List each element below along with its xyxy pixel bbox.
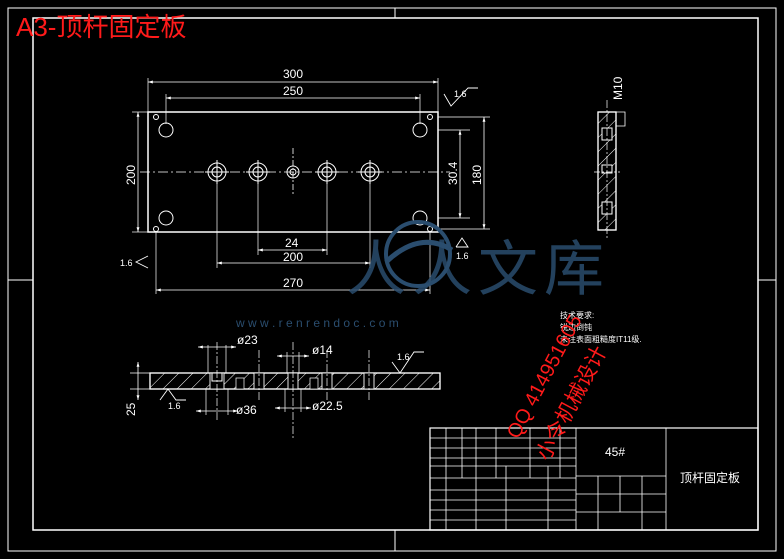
dim-30-4: 30.4 bbox=[446, 161, 460, 185]
dim-200-horizontal: 200 bbox=[283, 250, 303, 264]
dim-200-vertical: 200 bbox=[124, 165, 138, 185]
roughness-value-section-top: 1.6 bbox=[397, 352, 410, 362]
title-block-part-name: 顶杆固定板 bbox=[680, 470, 740, 485]
watermark-url: w w w . r e n r e n d o c . c o m bbox=[235, 316, 399, 330]
dim-dia-36: ø36 bbox=[236, 403, 257, 417]
header-title: A3-顶杆固定板 bbox=[16, 12, 186, 42]
roughness-symbol-left bbox=[134, 255, 149, 269]
roughness-symbol-section-bottom bbox=[159, 388, 186, 401]
top-view-dimensions bbox=[136, 80, 486, 292]
roughness-value-bottom-right: 1.6 bbox=[456, 251, 469, 261]
drawing-frame bbox=[7, 7, 777, 552]
title-block bbox=[429, 427, 759, 531]
roughness-value-left: 1.6 bbox=[120, 258, 133, 268]
roughness-value-top-right: 1.6 bbox=[454, 89, 467, 99]
section-view bbox=[130, 342, 441, 440]
roughness-symbol-bottom-right bbox=[455, 237, 469, 248]
side-view bbox=[594, 100, 626, 240]
dim-180: 180 bbox=[470, 165, 484, 185]
dim-270: 270 bbox=[283, 276, 303, 290]
watermark-site-name: 人人文库 bbox=[346, 236, 610, 303]
thread-m10: M10 bbox=[611, 76, 625, 100]
dim-dia-22-5: ø22.5 bbox=[312, 399, 343, 413]
roughness-symbol-top-right bbox=[443, 87, 478, 107]
section-view-dimensions bbox=[136, 345, 311, 413]
dim-25: 25 bbox=[124, 402, 138, 416]
watermark-logo bbox=[384, 220, 454, 288]
dim-300: 300 bbox=[283, 67, 303, 81]
tech-req-title: 技术要求: bbox=[560, 310, 594, 320]
roughness-symbol-section-top bbox=[391, 351, 424, 374]
dim-24: 24 bbox=[285, 236, 299, 250]
dim-dia-14: ø14 bbox=[312, 343, 333, 357]
tech-req-line2: 未注表面粗糙度IT11级. bbox=[560, 334, 642, 344]
tech-req-line1: 锐边倒钝 bbox=[560, 322, 592, 332]
dim-dia-23: ø23 bbox=[237, 333, 258, 347]
dim-250: 250 bbox=[283, 84, 303, 98]
roughness-value-section-bottom: 1.6 bbox=[168, 401, 181, 411]
top-view bbox=[132, 78, 490, 294]
title-block-material: 45# bbox=[605, 445, 625, 459]
